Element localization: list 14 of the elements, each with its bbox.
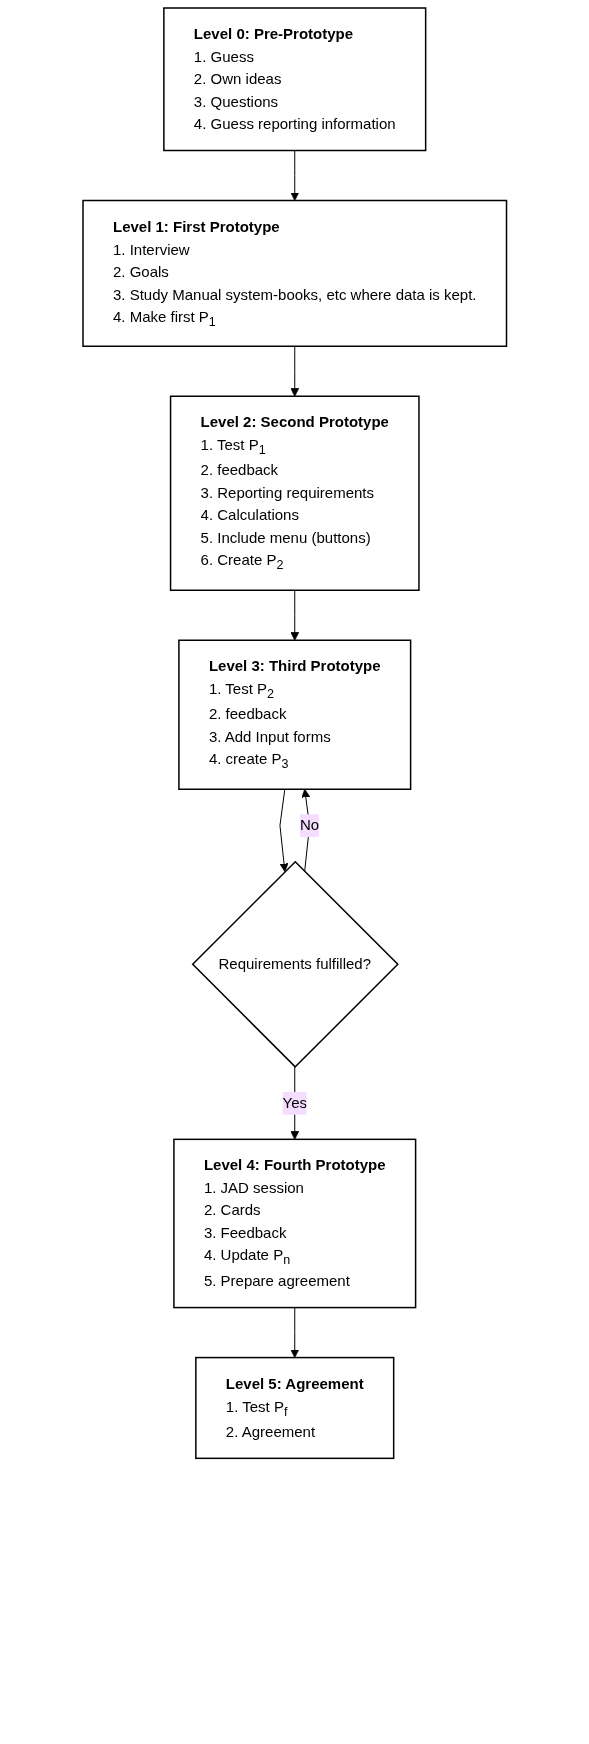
arrow <box>290 589 299 641</box>
arrow <box>290 150 299 201</box>
node-box: Level 1: First Prototype 1. Interview 2. Goals 3. Study Manual system-books, etc where data is kept. 4. Make first P$_{1}$ <box>82 199 507 347</box>
edge-label: No <box>299 816 319 834</box>
node-box: Level 4: Fourth Prototype 1. JAD session 2. Cards 3. Feedback 4. Update P$_{n}$ 5. Prepare agreement <box>172 1138 417 1309</box>
arrow <box>290 345 299 397</box>
node-box: Level 3: Third Prototype 1. Test P$_{2}$ 2. feedback 3. Add Input forms 4. create P$_{3}$ <box>177 639 412 790</box>
node-diamond: Requirements fulfilled? <box>191 860 399 1068</box>
edge-label: Yes <box>282 1093 307 1111</box>
node-box: Level 0: Pre-Prototype 1. Guess 2. Own ideas 3. Questions 4. Guess reporting information <box>162 7 427 152</box>
node-box: Level 5: Agreement 1. Test P$_{f}$ 2. Agreement <box>194 1356 395 1460</box>
node-box: Level 2: Second Prototype 1. Test P$_{1}$ 2. feedback 3. Reporting requirements 4. Calculations 5. Include menu (buttons) 6. Create P$_{2}$ <box>169 395 420 591</box>
arrow <box>279 788 289 873</box>
arrow <box>290 1307 299 1358</box>
